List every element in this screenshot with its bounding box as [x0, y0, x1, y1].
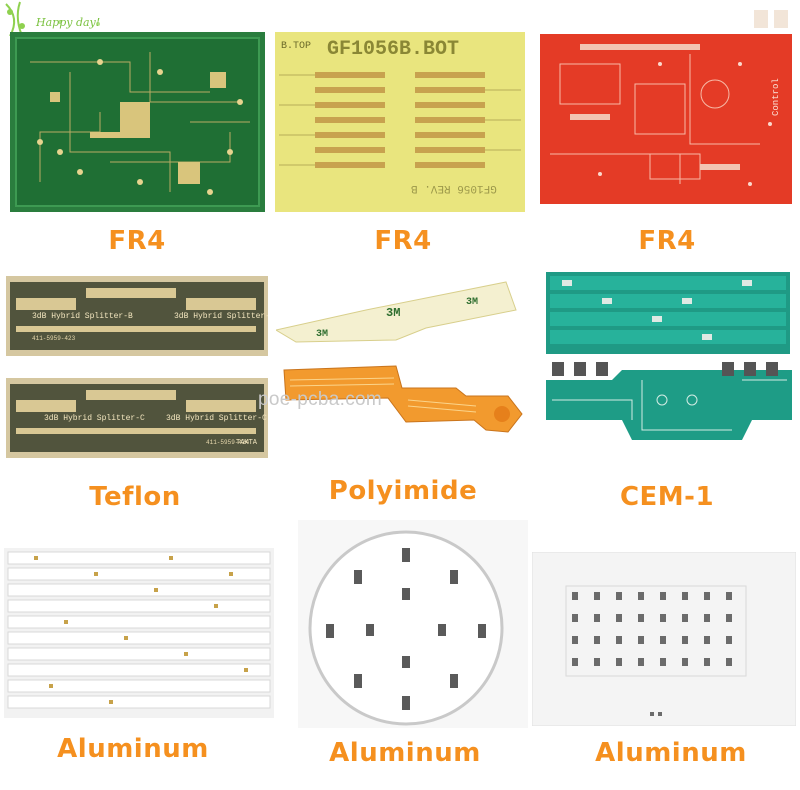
- cem1-board-image: [542, 270, 794, 455]
- corner-decoration-icon: [750, 6, 794, 32]
- splitter-c-text-right: 3dB Hybrid Splitter-C: [166, 414, 267, 423]
- aluminum-panel-image: [532, 552, 796, 726]
- label-r1c1: FR4: [108, 226, 166, 256]
- control-text: Control: [771, 78, 781, 116]
- polyimide-board-image: 3M 3M 3M: [276, 270, 530, 455]
- splitter-c-text-left: 3dB Hybrid Splitter-C: [44, 414, 145, 423]
- label-r2c3: CEM-1: [619, 482, 715, 512]
- splitter-b-text-left: 3dB Hybrid Splitter-B: [32, 312, 133, 321]
- gf-rev-text: GF1056 REV. B: [411, 182, 497, 194]
- teflon-board-image: 3dB Hybrid Splitter-B 3dB Hybrid Splitte…: [6, 268, 268, 458]
- gf-bot-title-text: GF1056B.BOT: [327, 38, 459, 61]
- watermark-text: poe-pcba.com: [258, 389, 383, 410]
- gf-top-small-text: B.TOP: [281, 41, 311, 52]
- splitter-b-text-right: 3dB Hybrid Splitter-B: [174, 312, 268, 321]
- label-r1c3: FR4: [638, 226, 696, 256]
- label-r2c2: Polyimide: [328, 476, 478, 506]
- label-r3c3: Aluminum: [595, 738, 747, 768]
- takta-text: TAKTA: [236, 439, 258, 447]
- brand-3m-text-3: 3M: [466, 297, 478, 308]
- aluminum-circle-image: [298, 520, 528, 728]
- brand-3m-text-2: 3M: [316, 329, 328, 340]
- brand-3m-text-1: 3M: [386, 306, 400, 320]
- fr4-yellow-board-image: B.TOP GF1056B.BOT GF1056 REV. B: [275, 32, 525, 212]
- fr4-green-board-image: [10, 32, 265, 212]
- fr4-red-board-image: Control: [540, 34, 792, 204]
- label-r3c2: Aluminum: [329, 738, 481, 768]
- label-r1c2: FR4: [374, 226, 432, 256]
- aluminum-strips-image: [4, 548, 274, 718]
- part-number-1: 411-5959-423: [32, 335, 76, 342]
- part-number-2: 411-5959-424: [206, 439, 250, 446]
- label-r2c1: Teflon: [89, 482, 181, 512]
- badge-text: Happy day!: [36, 16, 101, 29]
- label-r3c1: Aluminum: [57, 734, 209, 764]
